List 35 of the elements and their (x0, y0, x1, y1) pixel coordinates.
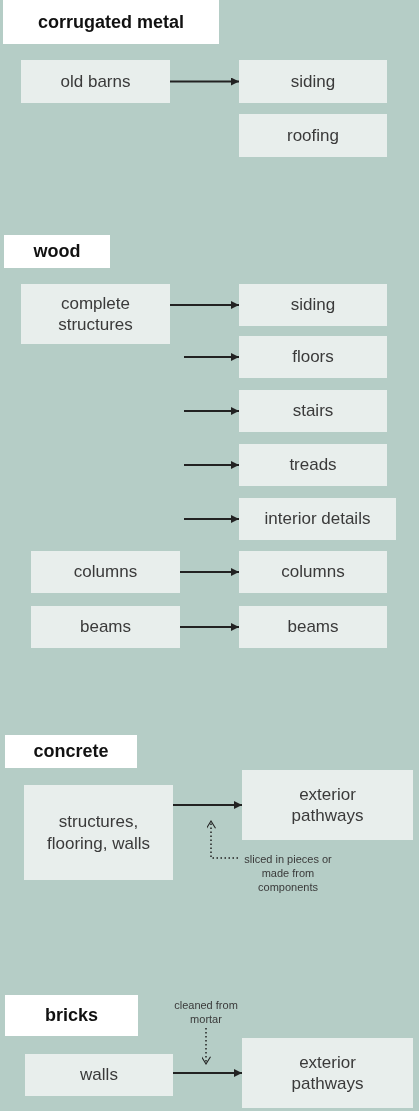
process-box: siding (239, 284, 387, 326)
process-box: old barns (21, 60, 170, 103)
process-box: roofing (239, 114, 387, 157)
process-box: structures, flooring, walls (24, 785, 173, 880)
dotted-arrow (205, 820, 239, 859)
process-box: beams (31, 606, 180, 648)
arrow (172, 1069, 243, 1077)
process-box: walls (25, 1054, 173, 1096)
process-box: exterior pathways (242, 770, 413, 840)
material-heading: bricks (5, 995, 138, 1036)
material-heading: concrete (5, 735, 137, 768)
annotation-text: cleaned from mortar (173, 997, 239, 1027)
process-box: floors (239, 336, 387, 378)
process-box: stairs (239, 390, 387, 432)
material-heading: wood (4, 235, 110, 268)
material-heading: corrugated metal (3, 0, 219, 44)
process-box: beams (239, 606, 387, 648)
annotation-text: sliced in pieces or made from components (243, 851, 333, 895)
arrow (183, 353, 240, 361)
process-box: exterior pathways (242, 1038, 413, 1108)
arrow (179, 623, 240, 631)
arrow (183, 515, 240, 523)
process-box: columns (31, 551, 180, 593)
process-box: complete structures (21, 284, 170, 344)
process-box: interior details (239, 498, 396, 540)
arrow (169, 301, 240, 309)
arrow (183, 461, 240, 469)
arrow (183, 407, 240, 415)
process-box: siding (239, 60, 387, 103)
dotted-arrow (200, 1027, 212, 1065)
arrow (172, 801, 243, 809)
arrow (179, 568, 240, 576)
arrow (169, 77, 240, 86)
process-box: columns (239, 551, 387, 593)
process-box: treads (239, 444, 387, 486)
